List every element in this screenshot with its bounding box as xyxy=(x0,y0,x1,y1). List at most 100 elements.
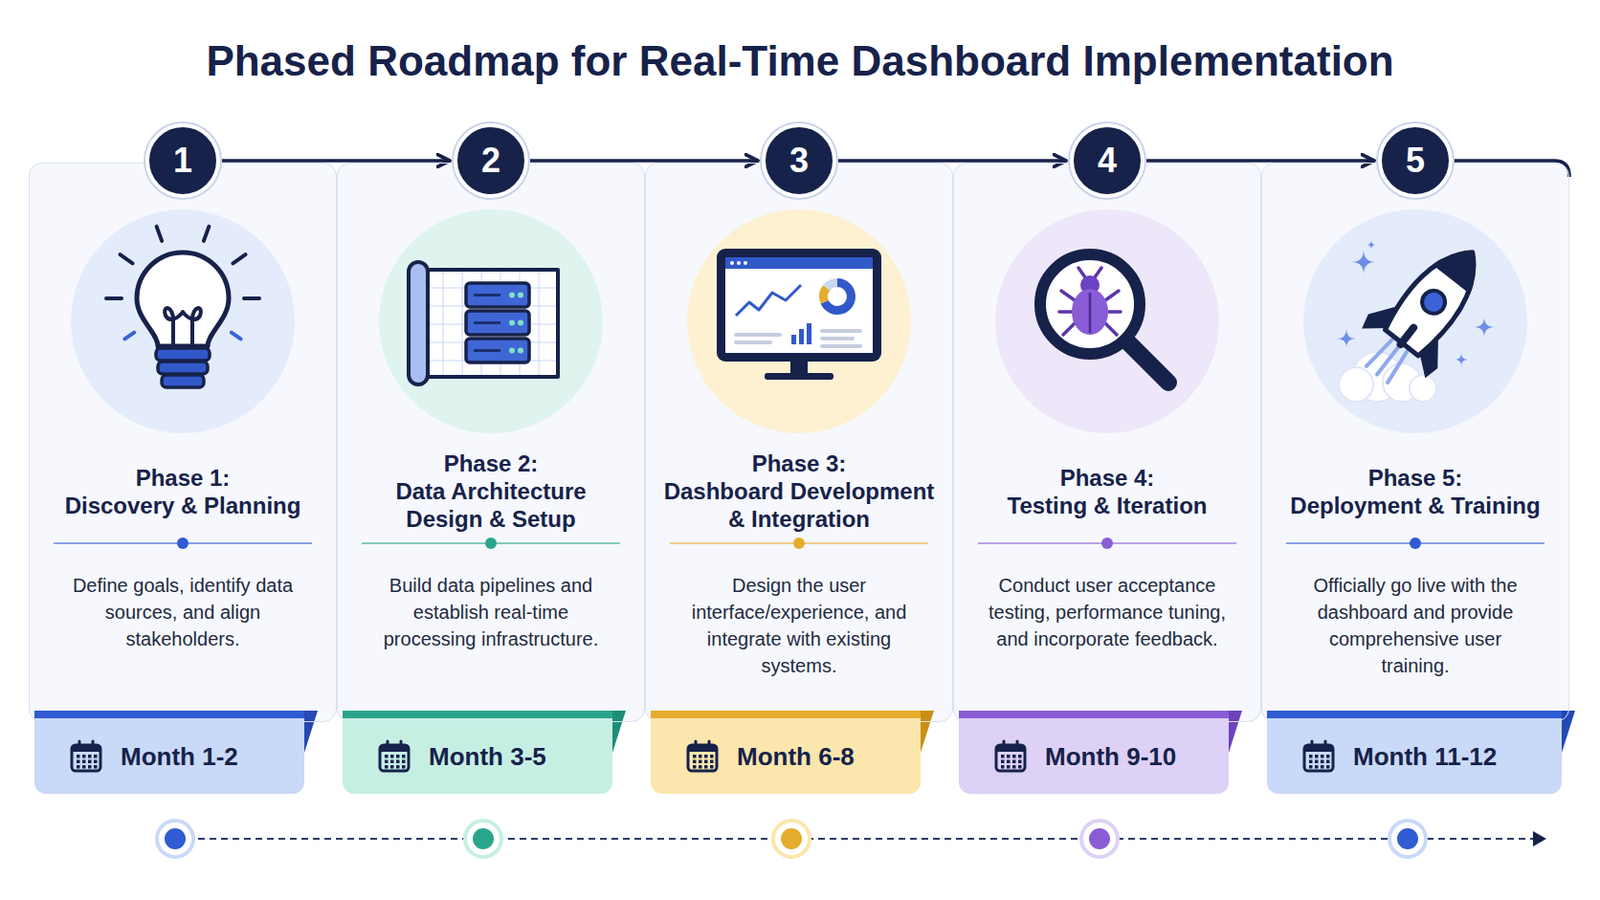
heading-block: Phase 1:Discovery & Planning xyxy=(29,436,336,547)
calendar-icon-part xyxy=(1000,765,1005,770)
phase-heading: Discovery & Planning xyxy=(65,491,302,520)
blueprint-server-icon-part xyxy=(473,321,501,325)
phase-heading: Data Architecture Design & Setup xyxy=(376,477,606,534)
bottom-timeline-part xyxy=(164,828,186,850)
magnifier-bug-icon-part xyxy=(1105,290,1119,301)
calendar-icon-part xyxy=(708,741,712,749)
calendar-icon-part xyxy=(93,759,98,764)
calendar-icon-part xyxy=(1012,755,1017,759)
step-number: 4 xyxy=(1069,123,1145,199)
divider xyxy=(977,537,1237,550)
lightbulb-icon-part xyxy=(119,254,133,264)
calendar-icon-part xyxy=(93,765,98,770)
monitor-icon-part xyxy=(730,261,734,266)
calendar-icon-part xyxy=(692,755,697,759)
heading-block: Phase 5:Deployment & Training xyxy=(1262,436,1569,547)
rocket-icon-part-part xyxy=(1395,322,1420,351)
calendar-icon-part xyxy=(93,755,98,759)
ribbon-fold xyxy=(1561,711,1576,754)
magnifier-bug-icon-part xyxy=(1128,342,1169,383)
calendar-icon-part xyxy=(1326,765,1331,770)
calendar-icon-part xyxy=(390,759,395,764)
lightbulb-icon-part xyxy=(106,296,122,301)
calendar-icon xyxy=(1301,739,1336,775)
panel-ground xyxy=(644,162,954,723)
calendar-icon-part xyxy=(82,765,87,770)
calendar-icon-part xyxy=(76,755,81,759)
step-number-text: 2 xyxy=(481,141,501,180)
calendar-icon xyxy=(685,739,720,775)
rocket-icon-part-part xyxy=(1380,236,1493,359)
calendar-icon-part xyxy=(1309,755,1313,759)
phase-heading: Phase 3: xyxy=(752,449,847,478)
divider xyxy=(669,537,929,550)
calendar-icon-part xyxy=(1018,759,1023,764)
blueprint-server-icon-part xyxy=(423,269,558,378)
blueprint-server-icon-part xyxy=(517,348,524,355)
body-block: Design the user interface/experience, an… xyxy=(645,572,953,680)
bottom-timeline-part xyxy=(1533,831,1547,847)
bottom-timeline-part xyxy=(1081,821,1118,858)
calendar-icon-part xyxy=(1006,755,1011,759)
month-ribbon: Month 9-10 xyxy=(958,711,1229,795)
heading-block: Phase 4:Testing & Iteration xyxy=(954,436,1261,547)
calendar-icon-part xyxy=(1326,755,1331,759)
calendar-icon-part xyxy=(710,759,714,764)
step-number: 2 xyxy=(453,123,529,199)
blueprint-server-icon-part xyxy=(509,292,515,299)
calendar-icon-part xyxy=(1000,755,1005,759)
calendar-icon-part xyxy=(698,755,703,759)
calendar-icon-part xyxy=(384,765,389,770)
calendar-icon-part xyxy=(76,765,81,770)
calendar-icon-part xyxy=(688,745,717,753)
rocket-icon-part xyxy=(1336,329,1356,349)
rocket-icon-part-part xyxy=(1366,337,1393,369)
divider-part xyxy=(1409,537,1422,550)
rocket-icon-part xyxy=(1366,240,1377,250)
lightbulb-icon-part xyxy=(232,254,245,264)
magnifier-bug-icon-part xyxy=(1059,310,1074,314)
calendar-icon-part xyxy=(390,765,395,770)
calendar-icon-part xyxy=(71,745,101,772)
calendar-icon-part xyxy=(1018,755,1023,759)
rocket-icon-part-part xyxy=(1384,352,1411,383)
calendar-icon-part xyxy=(1309,759,1313,764)
phase-heading: Phase 2: xyxy=(444,449,539,478)
rocket-icon-part-part xyxy=(1432,237,1492,294)
magnifier-bug-icon-part xyxy=(1040,254,1140,355)
calendar-icon-part xyxy=(1000,759,1005,764)
bottom-timeline-part xyxy=(780,828,802,850)
monitor-icon-part xyxy=(735,285,801,316)
blueprint-server-icon-part xyxy=(517,320,524,327)
calendar-icon-part xyxy=(710,765,714,770)
monitor-icon-part xyxy=(790,361,808,376)
magnifier-bug-icon xyxy=(1040,254,1169,383)
divider xyxy=(361,537,621,550)
divider xyxy=(1286,537,1545,550)
rocket-icon xyxy=(1336,224,1508,402)
phase-description: Define goals, identify data sources, and… xyxy=(67,572,298,653)
icon-ground xyxy=(70,209,295,434)
blueprint-server-icon xyxy=(408,262,558,385)
divider-part xyxy=(177,537,189,550)
calendar-icon-part xyxy=(1314,765,1319,770)
divider-part xyxy=(485,537,497,550)
calendar-icon-part xyxy=(1314,759,1319,764)
lightbulb-icon-part xyxy=(157,361,208,375)
calendar-icon-part xyxy=(704,755,709,759)
monitor-icon-part xyxy=(799,329,804,345)
calendar-icon-part xyxy=(692,765,697,770)
calendar-icon-part xyxy=(386,741,390,749)
calendar-icon-part xyxy=(704,759,709,764)
calendar-icon-part xyxy=(401,765,406,770)
lightbulb-icon-part xyxy=(231,333,242,340)
calendar-icon-part xyxy=(82,759,87,764)
body-block: Conduct user acceptance testing, perform… xyxy=(954,572,1261,653)
lightbulb-icon-part xyxy=(124,333,134,340)
calendar-icon-part xyxy=(1320,755,1325,759)
phase-description: Build data pipelines and establish real-… xyxy=(371,572,611,653)
month-label: Month 6-8 xyxy=(736,742,855,772)
blueprint-server-icon-part xyxy=(466,283,530,308)
magnifier-bug-icon-part xyxy=(1094,267,1102,278)
calendar-icon-part xyxy=(1006,765,1011,770)
